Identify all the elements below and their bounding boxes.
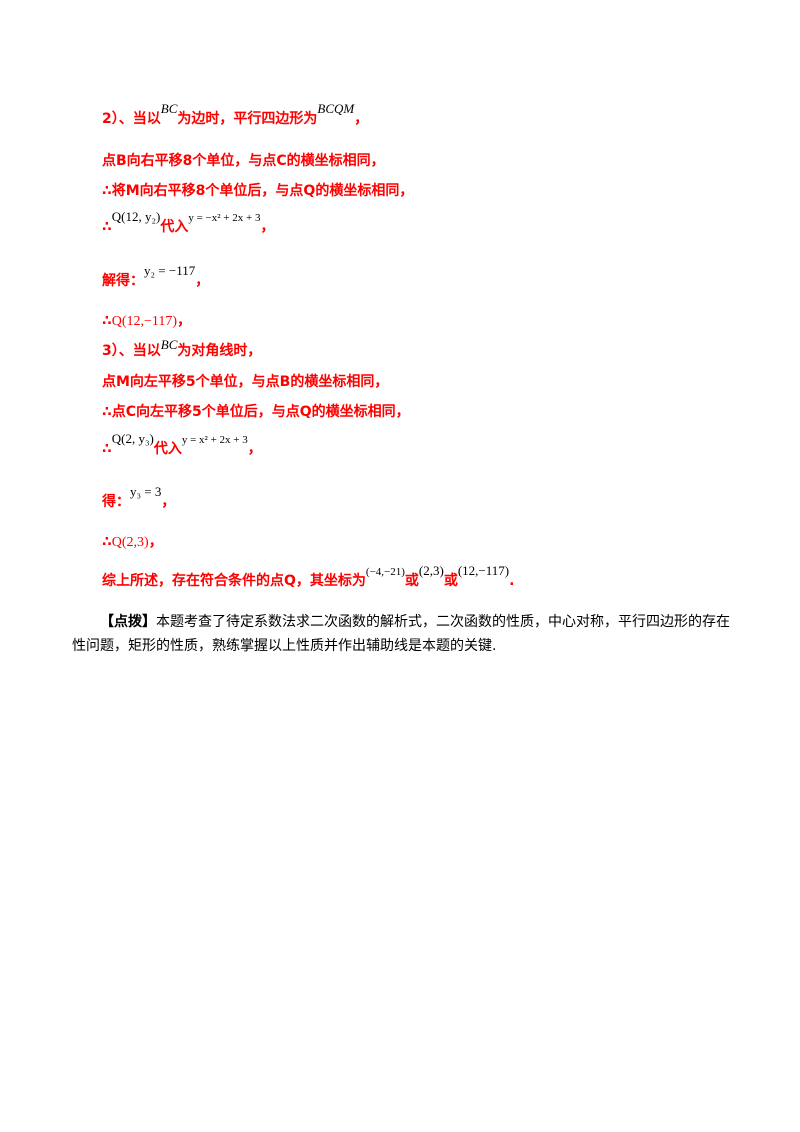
text-get: 得： bbox=[102, 494, 130, 510]
math-q12-y2: Q(12, y₂) bbox=[111, 209, 161, 224]
conclusion: 综上所述，存在符合条件的点Q，其坐标为(−4,−21)或(2,3)或(12,−1… bbox=[102, 563, 515, 591]
math-coord-2: (2,3) bbox=[418, 563, 444, 578]
text-solve: 解得： bbox=[102, 273, 144, 289]
math-parabola: y = −x² + 2x + 3 bbox=[188, 212, 261, 224]
case2-heading: 2）、当以BC为边时，平行四边形为BCQM， bbox=[102, 101, 369, 128]
punct: ， bbox=[354, 111, 369, 127]
math-bc: BC bbox=[160, 337, 178, 352]
case3-text: 为对角线时， bbox=[177, 343, 262, 359]
punct: ， bbox=[195, 273, 210, 289]
case3-heading: 3）、当以BC为对角线时， bbox=[102, 337, 262, 360]
punct: ， bbox=[177, 313, 192, 329]
summary-text: 本题考查了待定系数法求二次函数的解析式，二次函数的性质，中心对称，平行四边形的存… bbox=[72, 614, 730, 654]
text-or: 或 bbox=[443, 573, 458, 589]
punct: ， bbox=[260, 219, 275, 235]
math-q2-y3: Q(2, y₃) bbox=[111, 431, 154, 446]
math-y3-result: y₃ = 3 bbox=[130, 484, 162, 499]
step-solve-y2: 解得：y₂ = −117， bbox=[102, 263, 210, 290]
step-substitute-q2: ∴Q(2, y₃)代入y = x² + 2x + 3， bbox=[102, 431, 262, 459]
therefore-symbol: ∴ bbox=[102, 534, 112, 550]
conclusion-text: 综上所述，存在符合条件的点Q，其坐标为 bbox=[102, 573, 366, 589]
math-q-12-neg117: Q(12,−117) bbox=[111, 314, 178, 329]
punct: ， bbox=[148, 534, 163, 550]
text-substitute: 代入 bbox=[153, 441, 182, 457]
math-bcqm: BCQM bbox=[317, 101, 355, 116]
math-q-2-3: Q(2,3) bbox=[111, 535, 149, 550]
text-or: 或 bbox=[404, 573, 419, 589]
case2-text: 为边时，平行四边形为 bbox=[177, 111, 318, 127]
math-coord-3: (12,−117) bbox=[457, 563, 510, 578]
math-coord-1: (−4,−21) bbox=[365, 566, 405, 578]
step-result-q12: ∴Q(12,−117)， bbox=[102, 312, 191, 331]
step-translate-m-left: 点M向左平移5个单位，与点B的横坐标相同， bbox=[102, 374, 389, 390]
case3-label: 3）、当以 bbox=[102, 343, 161, 359]
case2-label: 2）、当以 bbox=[102, 111, 161, 127]
punct: ， bbox=[161, 494, 176, 510]
punct: ， bbox=[247, 441, 262, 457]
therefore-symbol: ∴ bbox=[102, 219, 112, 235]
therefore-symbol: ∴ bbox=[102, 313, 112, 329]
step-result-q2: ∴Q(2,3)， bbox=[102, 533, 163, 552]
summary-label: 【点拨】 bbox=[100, 614, 156, 630]
text-substitute: 代入 bbox=[160, 219, 189, 235]
math-y2-result: y₂ = −117 bbox=[144, 263, 196, 278]
summary-paragraph: 【点拨】本题考查了待定系数法求二次函数的解析式，二次函数的性质，中心对称，平行四… bbox=[72, 610, 732, 658]
math-bc: BC bbox=[160, 101, 178, 116]
therefore-symbol: ∴ bbox=[102, 441, 112, 457]
punct: . bbox=[509, 573, 515, 589]
step-translate-c-left: ∴点C向左平移5个单位后，与点Q的横坐标相同， bbox=[102, 404, 410, 420]
step-translate-b: 点B向右平移8个单位，与点C的横坐标相同， bbox=[102, 153, 385, 169]
step-substitute-q12: ∴Q(12, y₂)代入y = −x² + 2x + 3， bbox=[102, 209, 275, 237]
step-translate-m: ∴将M向右平移8个单位后，与点Q的横坐标相同， bbox=[102, 183, 414, 199]
math-parabola: y = x² + 2x + 3 bbox=[181, 434, 248, 446]
step-solve-y3: 得：y₃ = 3， bbox=[102, 484, 176, 511]
